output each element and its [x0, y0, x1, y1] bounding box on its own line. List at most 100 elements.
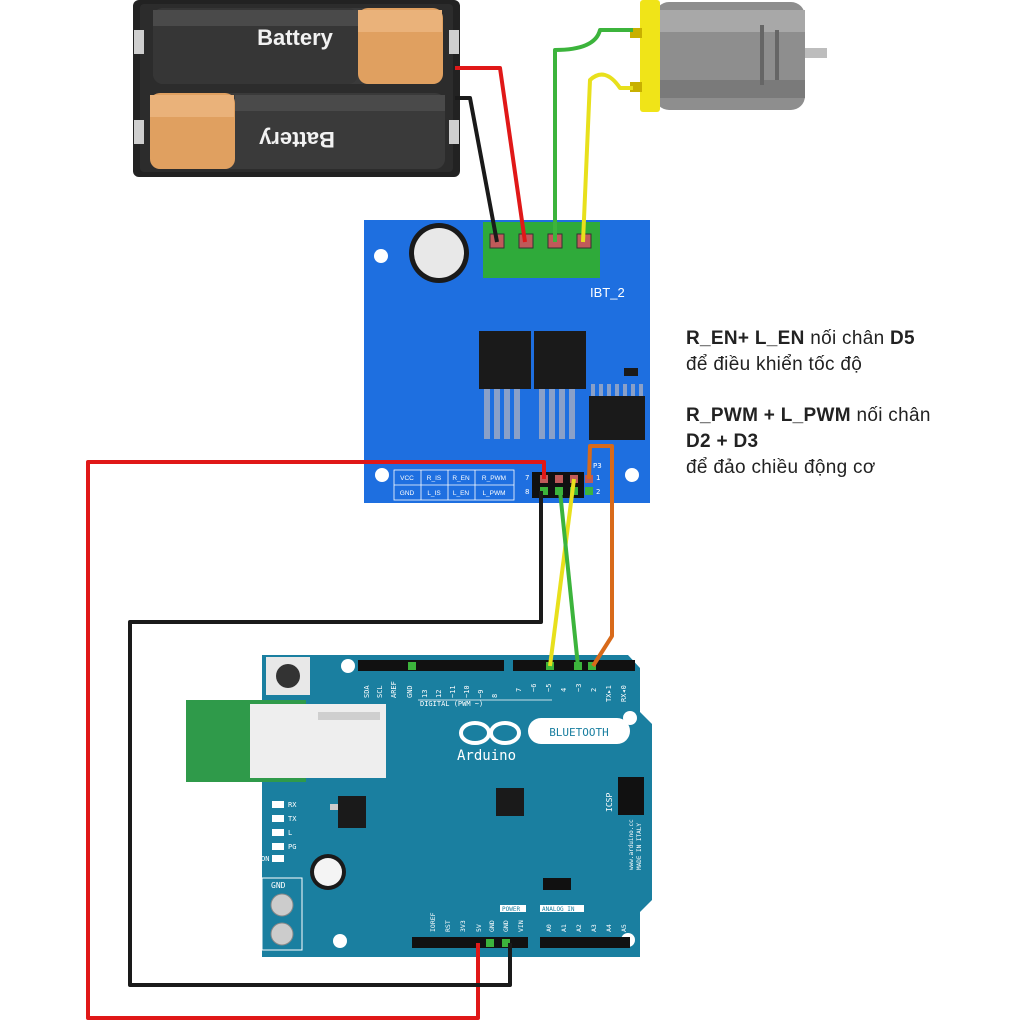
power-pin-label: 5V: [475, 924, 483, 932]
power-pin-label: GND: [488, 920, 496, 932]
battery-label-bottom: Battery: [258, 127, 335, 152]
motor-end-cap: [640, 0, 660, 112]
pin-label: ~5: [545, 684, 553, 692]
mosfet-chip: [534, 331, 586, 389]
icsp-header: [618, 777, 644, 815]
pin-label: AREF: [390, 681, 398, 698]
driver-pin-label: L_PWM: [482, 490, 505, 497]
note-pins-pwm: R_PWM + L_PWM: [686, 405, 851, 426]
power-pin-label: IOREF: [429, 912, 437, 932]
pin-label: SDA: [363, 685, 371, 698]
arduino-logo: Arduino: [457, 721, 521, 764]
wire-motor-b: [581, 72, 633, 243]
mcu-chip: [496, 788, 524, 816]
driver-pin-label: R_PWM: [482, 475, 506, 482]
digital-header-caption: DIGITAL (PWM ~): [420, 700, 483, 708]
note-connect-text: nối chân: [804, 328, 891, 349]
analog-pin-label: A1: [560, 924, 568, 932]
pin-label: TX▸1: [605, 685, 613, 702]
gnd-terminal-label: GND: [271, 881, 286, 890]
note-pins-en: R_EN+ L_EN: [686, 328, 805, 349]
wire-en-d5: [548, 478, 576, 667]
driver-power-terminal: [483, 222, 600, 278]
battery-cell-bottom: Battery: [150, 93, 445, 169]
note-pins-d2-d3: D2 + D3: [686, 431, 759, 452]
analog-pin-label: A5: [620, 924, 628, 932]
led-label: PG: [288, 843, 296, 851]
driver-pin-label: R_IS: [427, 475, 442, 482]
note-connect-text: nối chân: [850, 405, 931, 426]
pin-label: ~11: [449, 685, 457, 698]
digital-header-left: [358, 660, 504, 671]
led-label: RX: [288, 801, 297, 809]
battery-label-top: Battery: [257, 25, 334, 50]
driver-name-label: IBT_2: [590, 285, 625, 300]
arduino-brand-label: Arduino: [457, 748, 516, 764]
driver-header-label: P3: [593, 462, 602, 470]
power-pin-label: GND: [502, 920, 510, 932]
wire-battery-negative: [455, 96, 499, 243]
note-pin-d5: D5: [890, 328, 915, 349]
analog-pin-label: A3: [590, 924, 598, 932]
driver-pin-label: R_EN: [452, 475, 470, 482]
ibt2-driver-board: IBT_2 7: [364, 220, 650, 503]
icsp-label: ICSP: [605, 793, 614, 812]
pin-label: 2: [590, 688, 598, 692]
mosfet-chip: [479, 331, 531, 389]
analog-pin-label: A4: [605, 924, 613, 932]
analog-pin-label: A0: [545, 924, 553, 932]
pin-label: ~9: [477, 690, 485, 698]
wire-pwm-d3: [558, 490, 580, 667]
pin-label: ~3: [575, 684, 583, 692]
digital-pin-labels: SDA SCL AREF GND 13 12 ~11 ~10 ~9 8 7 ~6…: [363, 681, 628, 702]
wire-gnd: [128, 491, 543, 987]
driver-pin-num: 1: [596, 474, 600, 482]
pin-label: RX◂0: [620, 685, 628, 702]
pin-label: 13: [421, 690, 429, 698]
analog-header: [540, 937, 630, 948]
made-in-label: MADE IN ITALY: [636, 823, 643, 870]
website-label: www.arduino.cc: [628, 819, 635, 870]
wire-battery-positive: [455, 66, 527, 243]
power-header: [412, 937, 528, 948]
power-label: POWER: [502, 906, 520, 913]
analog-pin-label: A2: [575, 924, 583, 932]
driver-pin-num: 7: [525, 474, 529, 482]
power-pin-label: 3V3: [459, 920, 467, 932]
on-label: ON: [261, 855, 269, 863]
arduino-uno-board: SDA SCL AREF GND 13 12 ~11 ~10 ~9 8 7 ~6…: [186, 655, 652, 957]
note-direction-control: R_PWM + L_PWM nối chân D2 + D3 để đảo ch…: [686, 403, 931, 481]
battery-cell-top: Battery: [153, 8, 443, 84]
led-label: TX: [288, 815, 297, 823]
dc-motor: [630, 0, 827, 112]
wire-motor-a: [553, 28, 633, 242]
pin-label: 7: [515, 688, 523, 692]
power-pin-label: VIN: [517, 920, 525, 932]
driver-pin-label: L_IS: [427, 490, 441, 497]
pin-label: 12: [435, 690, 443, 698]
note-direction-text: để đảo chiều động cơ: [686, 457, 876, 478]
led-label: L: [288, 829, 292, 837]
bluetooth-badge-label: BLUETOOTH: [549, 726, 609, 739]
bluetooth-badge: [528, 718, 630, 744]
driver-pin-label: GND: [400, 490, 415, 497]
wire-pwm-d2: [587, 444, 614, 668]
analog-label: ANALOG IN: [542, 906, 575, 913]
driver-pin-table: [393, 469, 515, 501]
pin-label: ~6: [530, 684, 538, 692]
pin-label: 4: [560, 688, 568, 692]
driver-ic: [589, 396, 645, 440]
pin-label: ~10: [463, 685, 471, 698]
driver-pin-label: VCC: [400, 475, 414, 482]
driver-pin-label: L_EN: [453, 490, 470, 497]
power-pin-label: RST: [444, 920, 452, 932]
wires: [86, 28, 633, 1020]
pin-label: 8: [491, 694, 499, 698]
pin-label: SCL: [376, 685, 384, 698]
pin-label: GND: [406, 685, 414, 698]
wire-5v: [86, 460, 546, 1020]
driver-pin-num: 8: [525, 488, 529, 496]
battery-pack: Battery Battery: [133, 0, 460, 177]
note-speed-control: R_EN+ L_EN nối chân D5 để điều khiển tốc…: [686, 326, 915, 378]
